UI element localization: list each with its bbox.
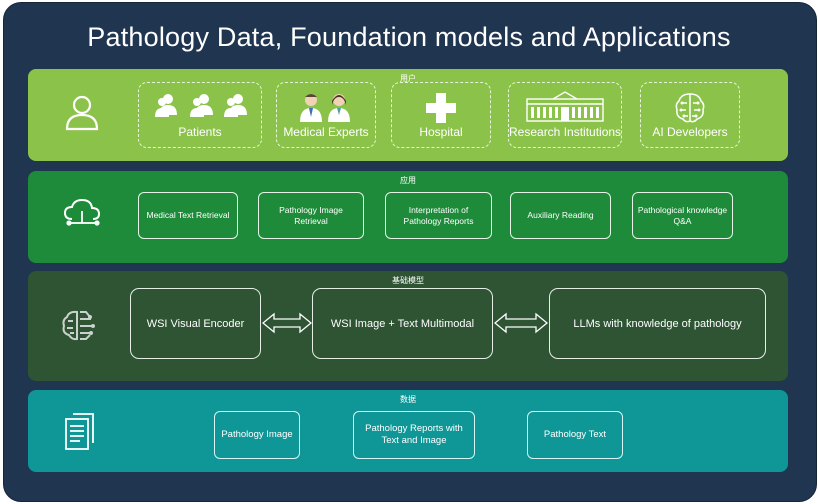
data-layer-label: 数据	[400, 395, 416, 404]
model-box-llms-pathology-knowledge: LLMs with knowledge of pathology	[549, 288, 766, 359]
user-box-research-institutions: Research Institutions	[508, 82, 622, 148]
data-box-pathology-text: Pathology Text	[527, 411, 623, 459]
documents-icon	[65, 413, 94, 450]
application-box-interpretation-of-reports: Interpretation of Pathology Reports	[385, 192, 492, 239]
institution-building-icon	[526, 91, 604, 122]
data-box-pathology-reports: Pathology Reports with Text and Image	[353, 411, 475, 459]
applications-layer-label: 应用	[400, 176, 416, 185]
hospital-cross-icon	[426, 93, 456, 123]
doctors-icon	[300, 94, 350, 122]
brain-circuit-icon	[62, 310, 95, 341]
applications-layer: 应用 Medical Text Retrieval Pathology Imag…	[28, 171, 788, 263]
model-box-wsi-image-text-multimodal: WSI Image + Text Multimodal	[312, 288, 493, 359]
foundation-models-layer-label: 基础模型	[392, 276, 424, 285]
users-layer-label: 用户	[400, 74, 416, 83]
user-icon	[65, 95, 99, 131]
user-box-label: Research Institutions	[509, 125, 622, 139]
application-box-auxiliary-reading: Auxiliary Reading	[510, 192, 611, 239]
user-box-label: AI Developers	[652, 125, 728, 139]
users-layer: 用户 Patients	[28, 69, 788, 161]
application-box-pathological-knowledge-qa: Pathological knowledge Q&A	[632, 192, 733, 239]
user-box-label: Medical Experts	[283, 125, 369, 139]
user-box-label: Patients	[178, 125, 222, 139]
application-box-pathology-image-retrieval: Pathology Image Retrieval	[258, 192, 364, 239]
user-box-ai-developers: AI Developers	[640, 82, 740, 148]
ai-brain-icon	[675, 93, 705, 123]
cloud-network-icon	[63, 198, 101, 226]
patients-icon	[155, 94, 247, 117]
diagram-title: Pathology Data, Foundation models and Ap…	[87, 22, 731, 52]
bidirectional-arrow	[262, 312, 312, 334]
application-box-medical-text-retrieval: Medical Text Retrieval	[138, 192, 238, 239]
user-box-label: Hospital	[419, 125, 463, 139]
model-box-wsi-visual-encoder: WSI Visual Encoder	[130, 288, 261, 359]
data-layer: 数据 Pathology Image Pathology Reports wit…	[28, 390, 788, 472]
data-box-pathology-image: Pathology Image	[214, 411, 300, 459]
bidirectional-arrow	[494, 312, 548, 334]
user-box-hospital: Hospital	[391, 82, 491, 148]
user-box-medical-experts: Medical Experts	[276, 82, 376, 148]
user-box-patients: Patients	[138, 82, 262, 148]
foundation-models-layer: 基础模型 WSI Visual Encoder WSI Image + Text…	[28, 271, 788, 381]
